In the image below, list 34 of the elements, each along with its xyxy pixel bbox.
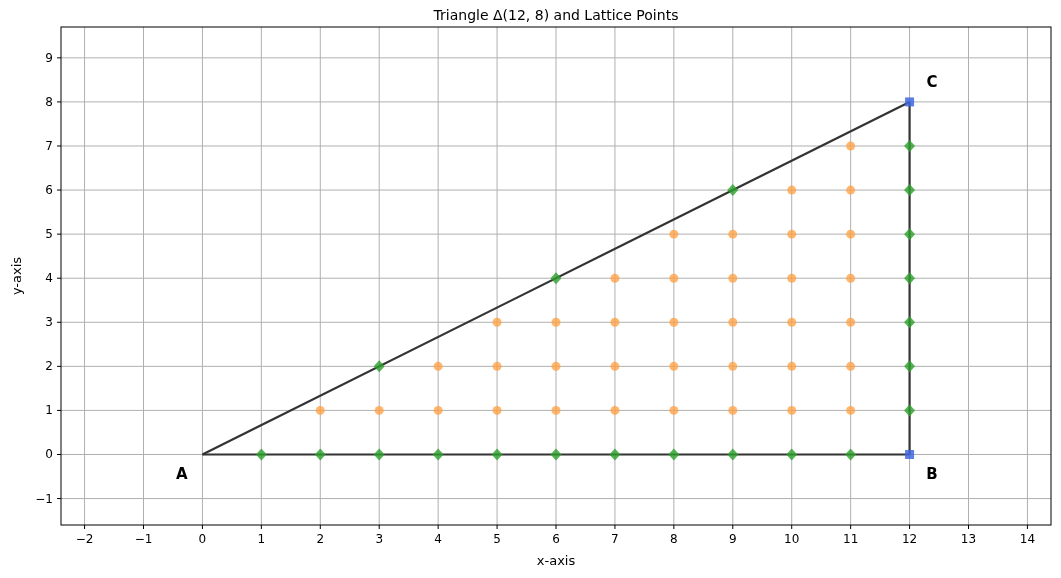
- tick-label: 5: [493, 532, 501, 546]
- tick-label: 13: [960, 532, 977, 546]
- vertex-label: A: [176, 465, 188, 484]
- tick-label: 1: [45, 403, 53, 418]
- tick-label: 6: [552, 532, 560, 546]
- tick-label: 14: [1019, 532, 1036, 546]
- vertex-label: B: [926, 465, 938, 484]
- tick-label: 9: [728, 532, 737, 546]
- tick-label: 11: [843, 532, 859, 546]
- tick-label: 5: [45, 227, 53, 242]
- tick-label: 4: [434, 532, 442, 546]
- vertex-label: C: [926, 73, 938, 92]
- tick-label: 6: [45, 183, 53, 198]
- tick-label: 2: [45, 359, 53, 374]
- tick-label: 1: [257, 532, 266, 546]
- tick-label: 3: [45, 315, 53, 330]
- axis-label: y-axis: [9, 256, 24, 296]
- tick-label: 8: [670, 532, 678, 546]
- tick-label: −1: [134, 532, 153, 546]
- chart-title: Triangle Δ(12, 8) and Lattice Points: [433, 7, 679, 23]
- tick-label: 4: [45, 271, 53, 286]
- tick-label: 7: [611, 532, 619, 546]
- tick-label: 0: [198, 532, 207, 546]
- tick-label: 12: [901, 532, 918, 546]
- tick-label: 3: [375, 532, 384, 546]
- tick-label: 7: [45, 139, 53, 153]
- tick-label: 2: [316, 532, 325, 546]
- tick-label: 0: [45, 447, 53, 462]
- tick-label: −1: [35, 491, 53, 506]
- tick-label: 9: [45, 50, 53, 65]
- tick-label: 8: [45, 94, 53, 109]
- tick-label: 10: [784, 532, 800, 546]
- axis-label: x-axis: [536, 553, 576, 568]
- tick-label: −2: [75, 532, 94, 546]
